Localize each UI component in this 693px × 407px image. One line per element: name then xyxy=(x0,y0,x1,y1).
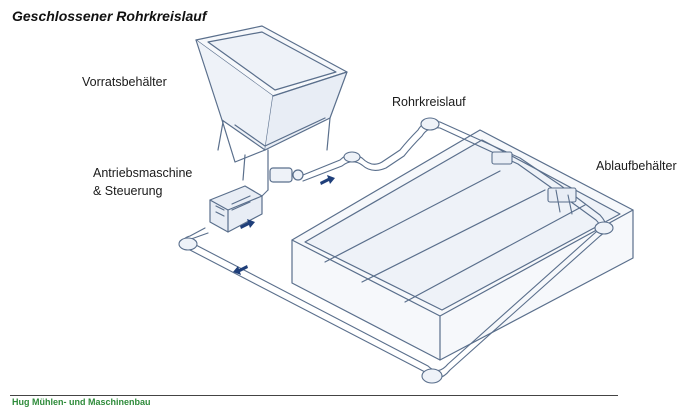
label-drive-line2: & Steuerung xyxy=(93,184,163,198)
flow-arrow-icon xyxy=(233,265,248,275)
label-outlet-tank: Ablaufbehälter xyxy=(596,159,677,173)
flow-arrows xyxy=(233,175,335,275)
diagram-title: Geschlossener Rohrkreislauf xyxy=(12,8,207,24)
flow-arrow-icon xyxy=(240,219,255,229)
pipe-loop-drawing xyxy=(178,117,614,384)
flow-arrow-icon xyxy=(320,175,335,185)
label-pipe-loop: Rohrkreislauf xyxy=(392,95,466,109)
outlet-tank-drawing xyxy=(291,129,634,361)
storage-hopper-drawing xyxy=(195,25,348,191)
label-drive-line1: Antriebsmaschine xyxy=(93,166,193,180)
footer-divider xyxy=(10,395,618,396)
drive-machine-drawing xyxy=(209,167,304,233)
label-storage-tank: Vorratsbehälter xyxy=(82,75,167,89)
footer-company: Hug Mühlen- und Maschinenbau xyxy=(12,397,151,407)
